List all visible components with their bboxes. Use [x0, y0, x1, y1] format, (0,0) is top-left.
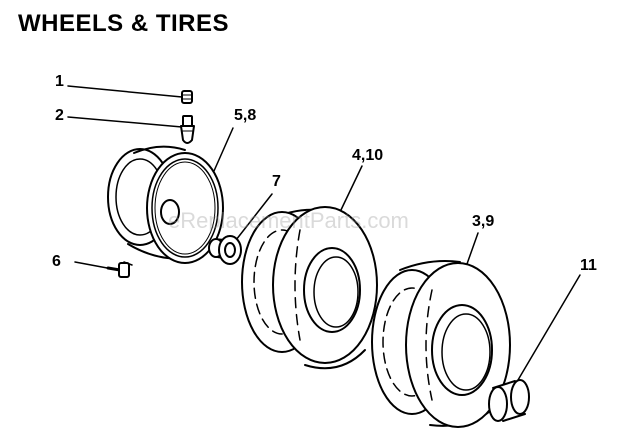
callout-4-10: 4,10 [352, 147, 384, 164]
leader-lines [67, 85, 581, 381]
valve-stem-icon [180, 115, 195, 144]
watermark: eReplacementParts.com [168, 208, 409, 233]
callout-5-8: 5,8 [234, 107, 257, 124]
lug-bolt-icon [106, 261, 133, 278]
page-title: WHEELS & TIRES [18, 10, 230, 37]
bushing-icon [208, 235, 242, 265]
callout-7: 7 [272, 173, 281, 190]
hub-cap-icon [488, 379, 530, 422]
callout-3-9: 3,9 [472, 213, 495, 230]
callout-1: 1 [55, 73, 64, 90]
rear-tire-icon [371, 260, 511, 428]
wheel-rim-icon [107, 145, 224, 264]
callout-2: 2 [55, 107, 64, 124]
callout-6: 6 [52, 253, 61, 270]
front-tire-icon [241, 206, 378, 370]
valve-cap-icon [181, 90, 193, 104]
callout-11: 11 [580, 257, 597, 274]
